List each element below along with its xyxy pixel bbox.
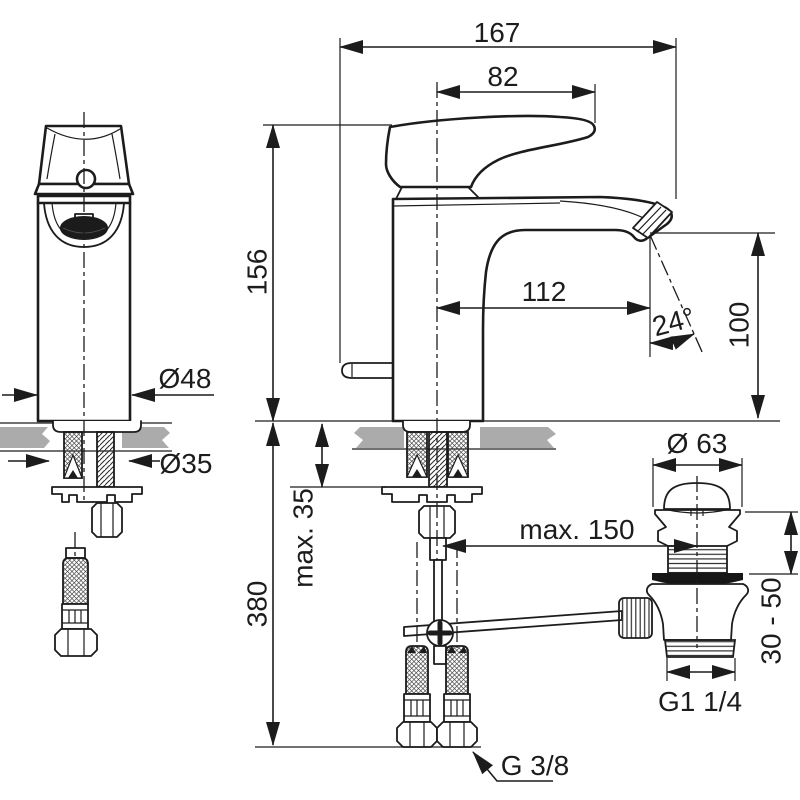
dim-label-base-diameter: Ø48 (159, 363, 212, 394)
supply-hoses-side (255, 645, 481, 748)
hose-nut-front (54, 628, 98, 657)
spout-angle-axis (649, 234, 704, 355)
side-view (255, 114, 674, 748)
dim-label-mounting-hole: Ø35 (160, 448, 213, 479)
dim-label-waste-flange: Ø 63 (667, 428, 728, 459)
dim-rod-length: max. 150 (442, 514, 698, 553)
counter-front-left (0, 427, 50, 448)
dim-label-waste-thread: G1 1/4 (658, 686, 742, 717)
dim-supply-thread: G 3/8 (472, 750, 569, 782)
dim-label-total-depth: 167 (474, 17, 521, 48)
dim-total-depth: 167 (339, 17, 677, 363)
dim-waste-adjust-range: 30 - 50 (745, 511, 798, 665)
aerator-side (632, 201, 673, 239)
side-mounting (381, 420, 483, 623)
dim-install-depth: 380 (242, 422, 280, 746)
dim-label-rod-length: max. 150 (519, 514, 634, 545)
knurled-nut (618, 597, 653, 639)
dim-label-supply-thread: G 3/8 (501, 750, 569, 781)
clamp-bracket-front (51, 486, 143, 503)
countertop-sections (0, 420, 780, 452)
dim-handle-length: 82 (436, 61, 596, 123)
waste-washer (652, 573, 743, 586)
supply-nut-left (396, 721, 438, 748)
dimensions: 167 82 156 Ø48 Ø35 max. 35 (2, 17, 798, 782)
supply-nut-right (436, 721, 478, 748)
side-body-spout (391, 195, 674, 423)
hose-front (62, 557, 89, 605)
popup-rod (433, 559, 443, 623)
dim-outlet-height: 100 (650, 232, 775, 419)
dim-label-handle-length: 82 (487, 61, 518, 92)
dim-label-spout-reach: 112 (522, 276, 567, 307)
front-mounting (51, 420, 143, 538)
popup-rod-knob (341, 362, 394, 379)
dim-spout-reach: 112 (436, 235, 651, 357)
dim-mounting-hole: Ø35 (8, 448, 212, 479)
pivot-linkage (403, 610, 623, 665)
clamp-bracket-side (381, 486, 483, 503)
waste-lower-thread (663, 639, 737, 658)
dim-label-max-deck-thickness: max. 35 (288, 488, 319, 588)
threaded-rod-side (428, 431, 448, 488)
dim-base-diameter: Ø48 (2, 363, 214, 402)
mount-nut-front (91, 502, 123, 538)
handle-indicator-dot (75, 168, 97, 190)
dim-label-outlet-height: 100 (724, 302, 755, 349)
dim-waste-thread: G1 1/4 (658, 658, 742, 717)
mount-threaded-rod (96, 431, 115, 488)
counter-side-left (354, 427, 404, 448)
dim-label-install-depth: 380 (242, 581, 273, 628)
dim-max-deck-thickness: max. 35 (288, 423, 387, 588)
dim-label-height: 156 (242, 249, 273, 296)
center-lines (74, 82, 704, 648)
dim-waste-flange: Ø 63 (652, 428, 743, 507)
counter-side-right (480, 427, 556, 448)
dim-label-waste-adjust-range: 30 - 50 (756, 577, 787, 664)
dim-height: 156 (242, 124, 392, 422)
